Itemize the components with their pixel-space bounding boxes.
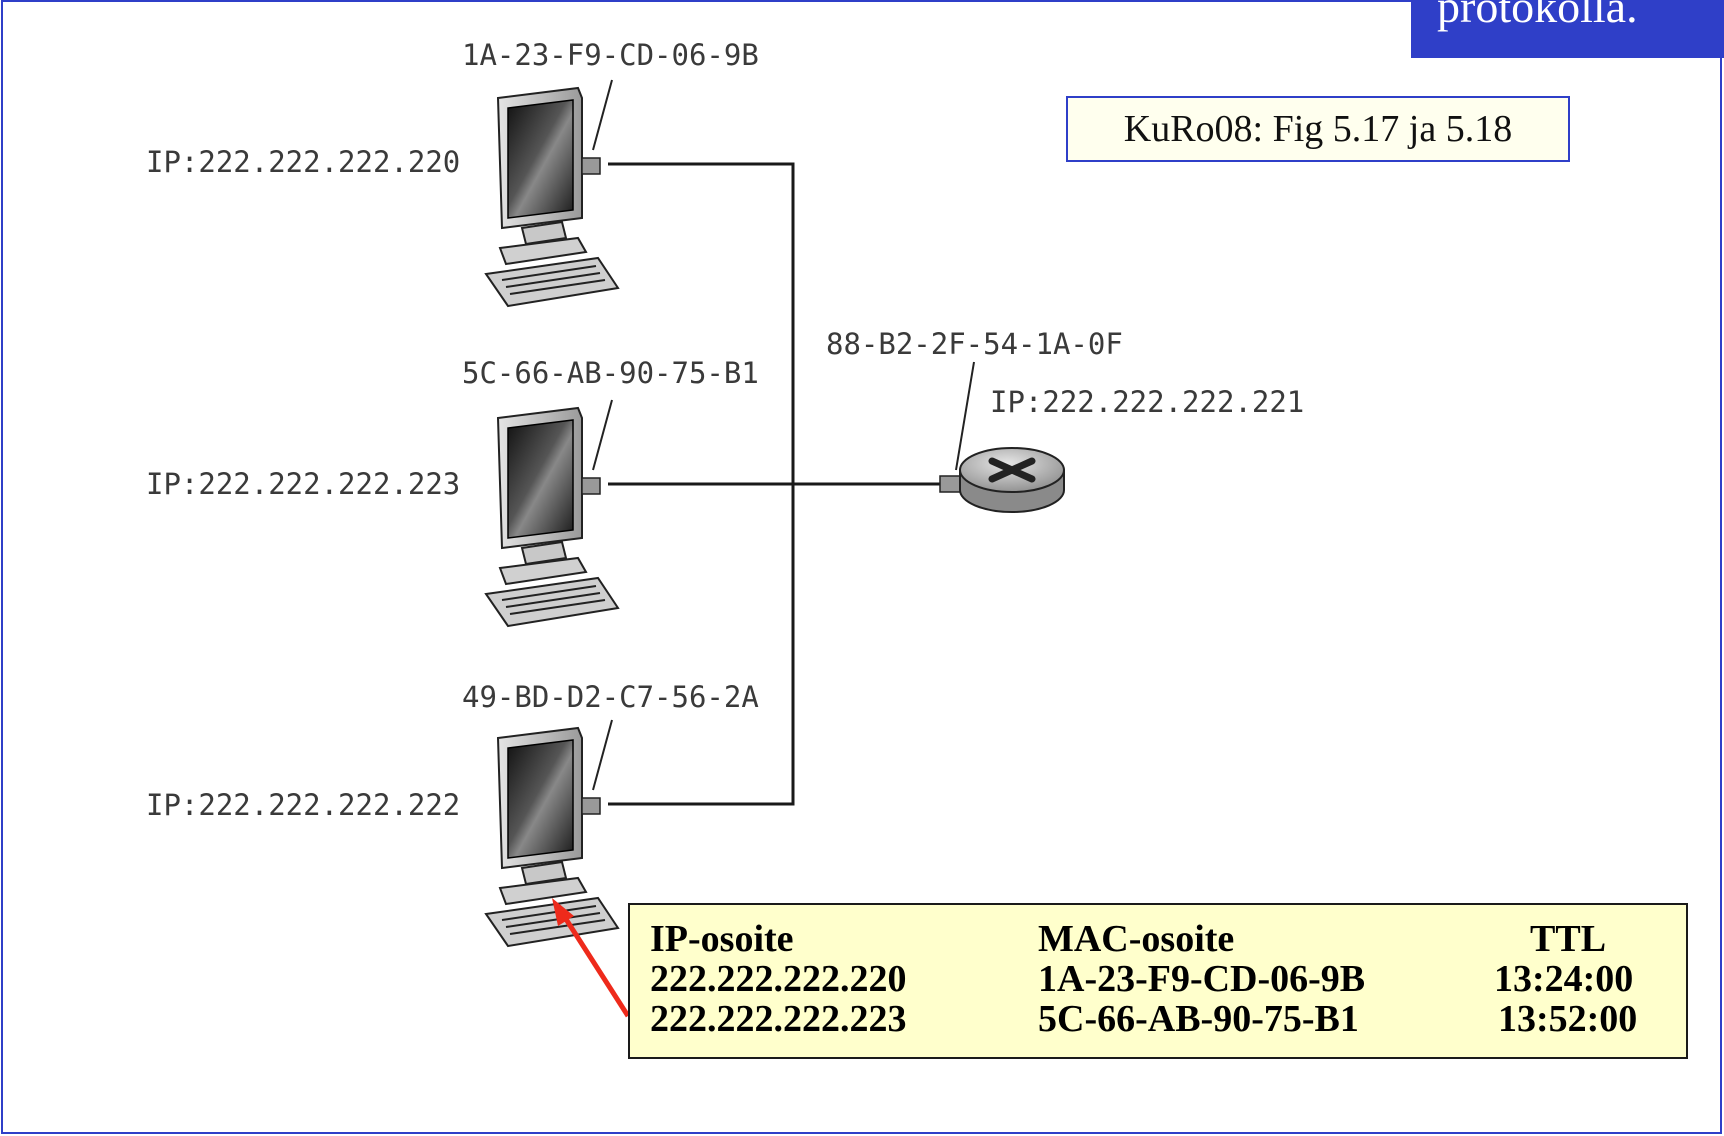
host-3-ip: IP:222.222.222.222 bbox=[146, 788, 461, 822]
router-mac: 88-B2-2F-54-1A-0F bbox=[826, 327, 1123, 361]
arp-row-1-ttl: 13:24:00 bbox=[1494, 958, 1634, 1000]
host-2-mac: 5C-66-AB-90-75-B1 bbox=[462, 356, 759, 390]
computer-1-icon bbox=[485, 87, 619, 307]
host-1-ip: IP:222.222.222.220 bbox=[146, 145, 461, 179]
arp-header-ttl: TTL bbox=[1530, 918, 1607, 960]
arp-row-2-ip: 222.222.222.223 bbox=[650, 998, 907, 1040]
computer-3-icon bbox=[485, 727, 619, 947]
host-2-ip: IP:222.222.222.223 bbox=[146, 467, 461, 501]
router-icon bbox=[939, 447, 1065, 513]
arp-row-1-mac: 1A-23-F9-CD-06-9B bbox=[1038, 958, 1366, 1000]
arp-header-mac: MAC-osoite bbox=[1038, 918, 1235, 960]
host-3-mac: 49-BD-D2-C7-56-2A bbox=[462, 680, 759, 714]
arp-header-ip: IP-osoite bbox=[650, 918, 794, 960]
arp-row-2-mac: 5C-66-AB-90-75-B1 bbox=[1038, 998, 1359, 1040]
host-1-mac: 1A-23-F9-CD-06-9B bbox=[462, 38, 759, 72]
arp-table: IP-osoite MAC-osoite TTL 222.222.222.220… bbox=[628, 903, 1688, 1059]
router-ip: IP:222.222.222.221 bbox=[990, 385, 1305, 419]
arp-row-2-ttl: 13:52:00 bbox=[1498, 998, 1638, 1040]
arrow-icon bbox=[552, 898, 574, 926]
arp-row-1-ip: 222.222.222.220 bbox=[650, 958, 907, 1000]
computer-2-icon bbox=[485, 407, 619, 627]
slide-title: protokolla. bbox=[1411, 0, 1724, 58]
figure-reference: KuRo08: Fig 5.17 ja 5.18 bbox=[1066, 96, 1570, 162]
